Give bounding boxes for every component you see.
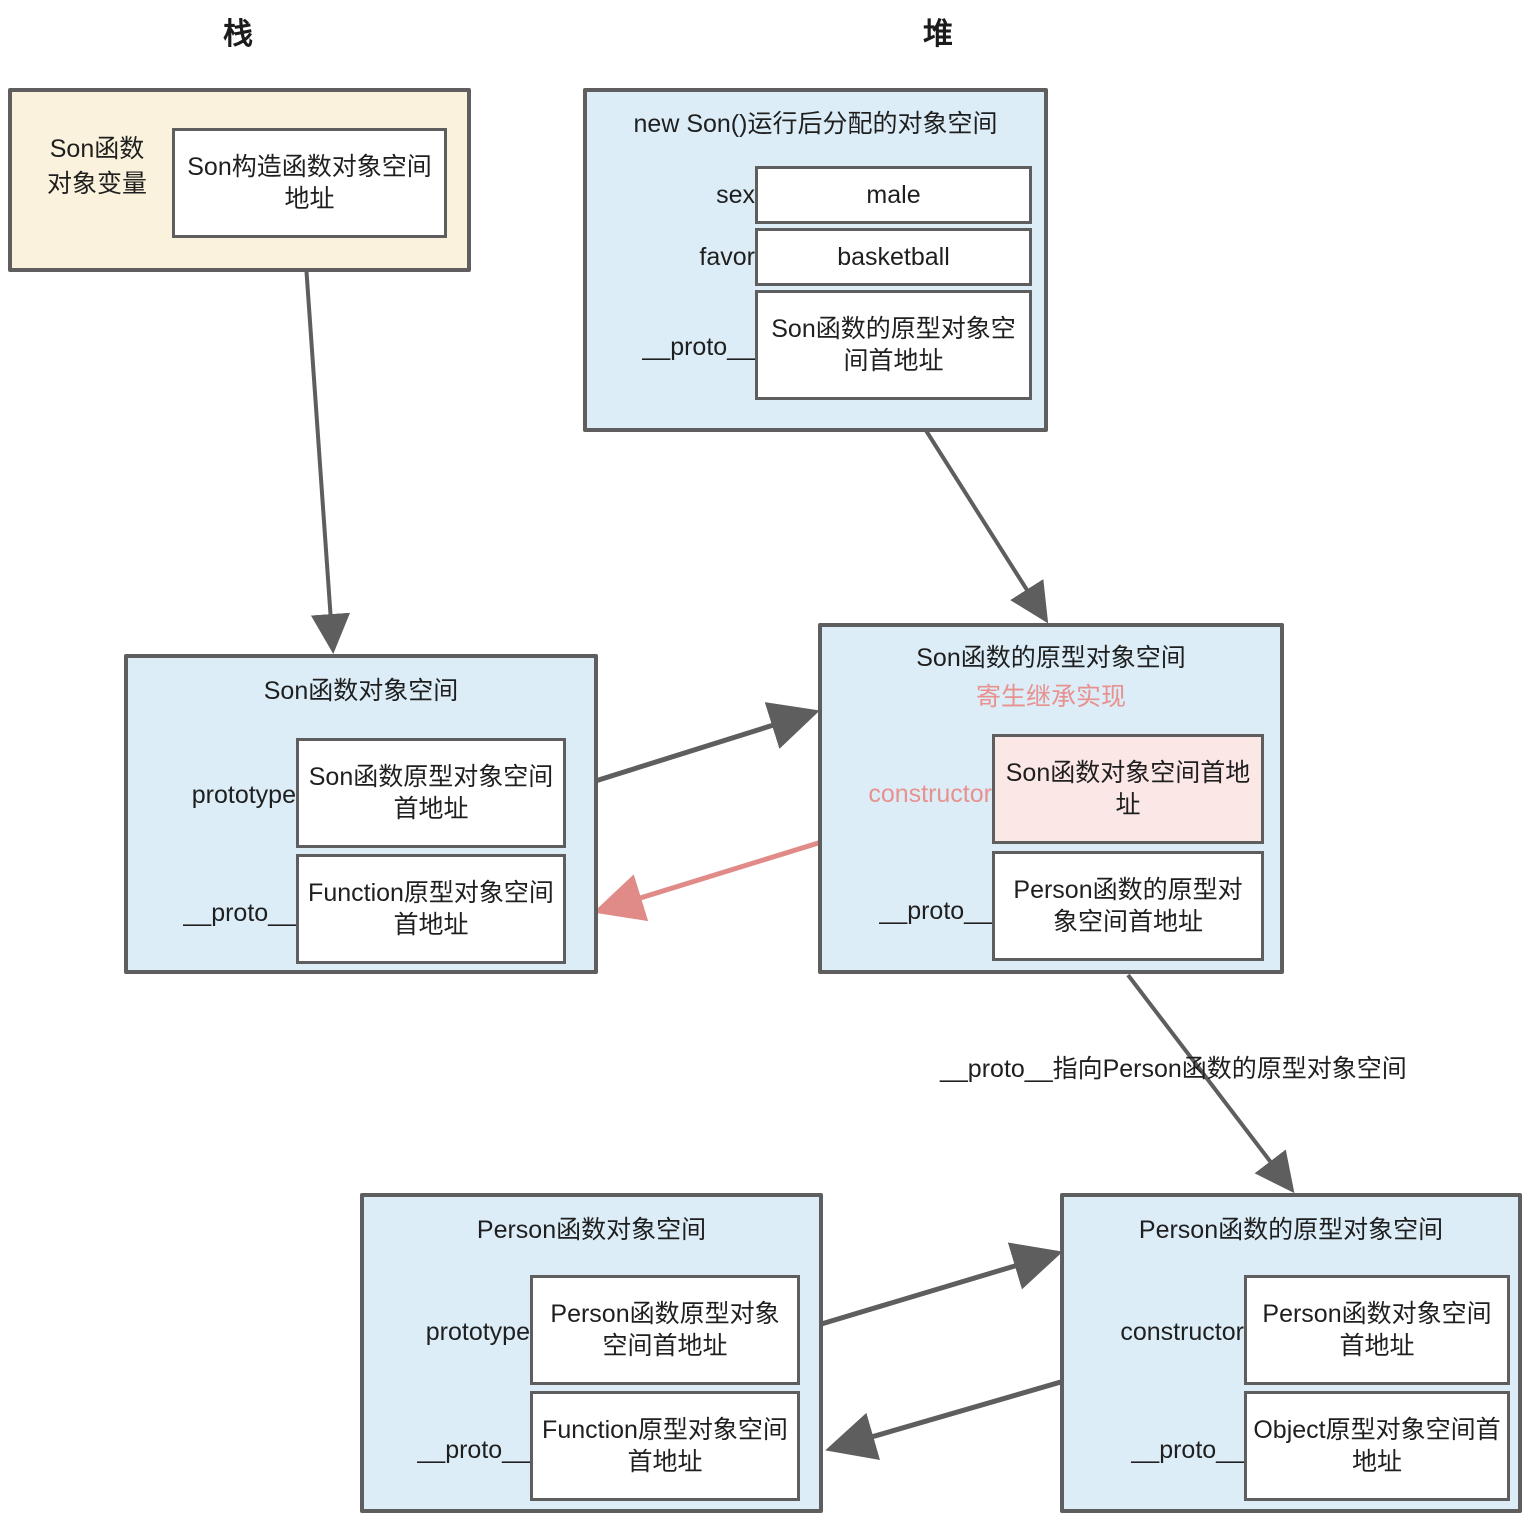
new-son-slot-value-sex: male <box>755 166 1032 224</box>
block-stack-variable: Son函数 对象变量 Son构造函数对象空间地址 <box>8 88 471 272</box>
new-son-slot-label-favor: favor <box>699 243 755 271</box>
stack-var-value: Son构造函数对象空间地址 <box>172 128 447 238</box>
new-son-slot-value-favor: basketball <box>755 228 1032 286</box>
person-function-title: Person函数对象空间 <box>476 1216 707 1244</box>
new-son-slot-value-proto: Son函数的原型对象空间首地址 <box>755 290 1032 400</box>
person-function-slot-label-prototype: prototype <box>425 1318 530 1346</box>
annotation-proto-to-person-prototype: __proto__指向Person函数的原型对象空间 <box>940 1055 1407 1083</box>
edge-stackvar-to-son-function <box>302 235 351 654</box>
edge-instance-proto-to-son-prototype <box>911 408 1049 624</box>
son-function-slot-value-proto: Function原型对象空间首地址 <box>296 854 566 964</box>
new-son-instance-title: new Son()运行后分配的对象空间 <box>633 110 998 138</box>
son-function-slot-value-prototype: Son函数原型对象空间首地址 <box>296 738 566 848</box>
person-function-slot-label-proto: __proto__ <box>417 1436 530 1464</box>
son-function-slot-label-proto: __proto__ <box>183 899 296 927</box>
son-prototype-subtitle: 寄生继承实现 <box>975 683 1126 711</box>
section-title-stack: 栈 <box>223 18 253 51</box>
person-function-slot-value-proto: Function原型对象空间首地址 <box>530 1391 800 1501</box>
son-prototype-slot-value-proto: Person函数的原型对象空间首地址 <box>992 851 1264 961</box>
block-son-prototype-object-space: Son函数的原型对象空间 寄生继承实现 constructor Son函数对象空… <box>818 623 1284 974</box>
edge-person-prototype-slot-to-person-prototype-space <box>807 1242 1063 1331</box>
son-function-title: Son函数对象空间 <box>263 677 459 705</box>
block-person-prototype-object-space: Person函数的原型对象空间 constructor Person函数对象空间… <box>1060 1193 1522 1513</box>
son-function-slot-label-prototype: prototype <box>191 781 296 809</box>
person-prototype-slot-label-proto: __proto__ <box>1131 1436 1244 1464</box>
block-son-function-object-space: Son函数对象空间 prototype Son函数原型对象空间首地址 __pro… <box>124 654 598 974</box>
person-prototype-slot-label-constructor: constructor <box>1120 1318 1244 1346</box>
person-prototype-slot-value-proto: Object原型对象空间首地址 <box>1244 1391 1510 1501</box>
son-prototype-slot-value-constructor: Son函数对象空间首地址 <box>992 734 1264 844</box>
son-prototype-title: Son函数的原型对象空间 <box>916 644 1186 672</box>
person-function-slot-value-prototype: Person函数原型对象空间首地址 <box>530 1275 800 1385</box>
block-new-son-instance: new Son()运行后分配的对象空间 sex male favor baske… <box>583 88 1048 432</box>
son-prototype-slot-label-proto: __proto__ <box>879 897 992 925</box>
son-prototype-slot-label-constructor: constructor <box>868 780 992 808</box>
edge-son-prototype-slot-to-son-prototype-space <box>572 702 820 791</box>
person-prototype-title: Person函数的原型对象空间 <box>1138 1216 1444 1244</box>
new-son-slot-label-sex: sex <box>716 181 755 209</box>
block-person-function-object-space: Person函数对象空间 prototype Person函数原型对象空间首地址… <box>360 1193 823 1513</box>
stack-var-label-line1: Son函数 <box>49 135 145 163</box>
person-prototype-slot-value-constructor: Person函数对象空间首地址 <box>1244 1275 1510 1385</box>
new-son-slot-label-proto: __proto__ <box>642 333 755 361</box>
section-title-heap: 堆 <box>923 18 953 51</box>
stack-var-label-line2: 对象变量 <box>46 170 147 198</box>
